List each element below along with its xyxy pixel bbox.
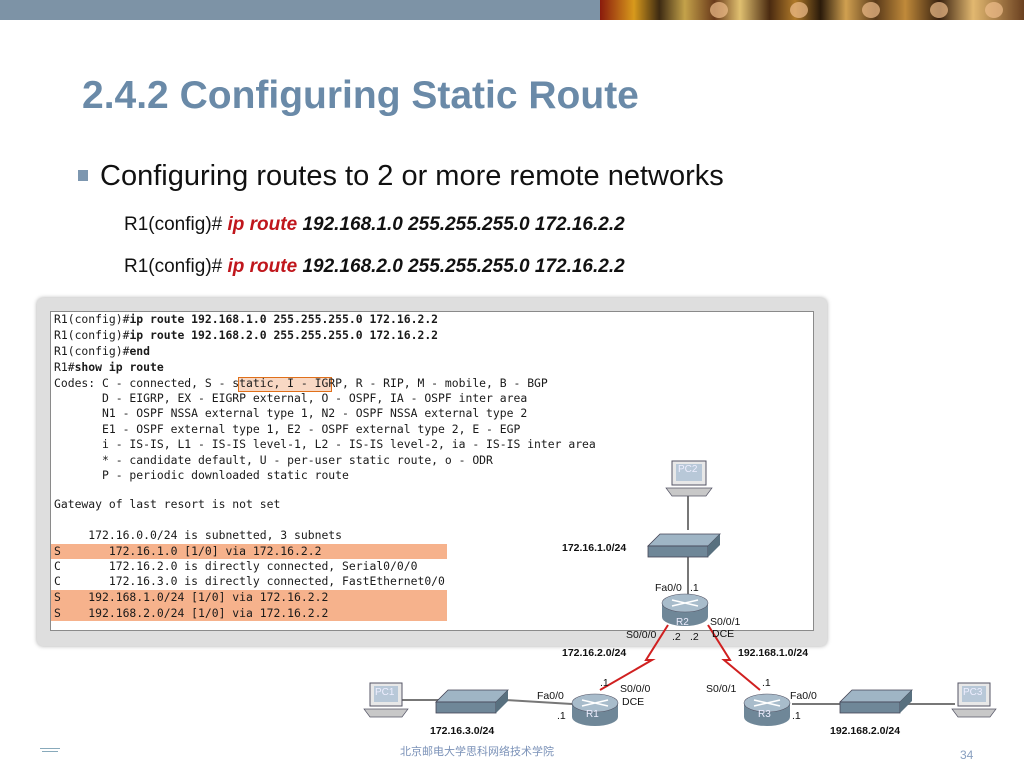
serial-link-r1-r2 — [599, 624, 669, 691]
interface-label: Fa0/0 — [537, 690, 564, 702]
interface-label: S0/0/0 — [626, 629, 657, 641]
ip-label: .2 — [690, 631, 699, 643]
footer-logo-icon — [40, 748, 60, 752]
ip-label: .1 — [690, 582, 699, 594]
interface-label: S0/0/1 — [710, 616, 741, 628]
terminal-line: * - candidate default, U - per-user stat… — [54, 453, 493, 467]
terminal-line: R1(config)#ip route 192.168.2.0 255.255.… — [54, 328, 439, 342]
command-prompt: R1(config)# — [124, 214, 228, 235]
slide-title: 2.4.2 Configuring Static Route — [82, 74, 639, 117]
page-number: 34 — [960, 748, 974, 762]
ip-label: .1 — [762, 677, 771, 689]
command-args: 192.168.2.0 255.255.255.0 172.16.2.2 — [297, 256, 625, 277]
terminal-codes-line: Codes: C - connected, S - static, I - IG… — [54, 376, 548, 390]
switch-icon — [435, 689, 509, 714]
terminal-line: i - IS-IS, L1 - IS-IS level-1, L2 - IS-I… — [54, 437, 596, 451]
router-r2-icon — [661, 593, 709, 626]
terminal-line: Gateway of last resort is not set — [54, 497, 281, 511]
route-highlight — [51, 590, 447, 621]
terminal-line: P - periodic downloaded static route — [54, 468, 349, 482]
network-label: 172.16.1.0/24 — [562, 542, 627, 554]
link-switch-r1 — [504, 699, 573, 705]
ip-label: .1 — [600, 677, 609, 689]
network-label: 192.168.2.0/24 — [830, 725, 901, 737]
pc3-label: PC3 — [963, 687, 983, 698]
terminal-line: R1#show ip route — [54, 360, 164, 374]
static-code-highlight — [238, 377, 332, 392]
pc1-icon — [363, 682, 409, 718]
footer-institution: 北京邮电大学思科网络技术学院 — [400, 746, 554, 758]
pc1-label: PC1 — [375, 687, 395, 698]
terminal-line: R1(config)#end — [54, 344, 151, 358]
r1-label: R1 — [586, 709, 599, 720]
interface-label: S0/0/0 — [620, 683, 651, 695]
command-keyword: ip route — [227, 256, 298, 277]
route-entry: S 172.16.1.0 [1/0] via 172.16.2.2 — [54, 544, 322, 558]
network-label: 172.16.2.0/24 — [562, 647, 627, 659]
pc2-label: PC2 — [678, 464, 698, 475]
command-line-2: R1(config)# ip route 192.168.2.0 255.255… — [124, 256, 625, 278]
route-highlight — [51, 544, 447, 559]
terminal-line: N1 - OSPF NSSA external type 1, N2 - OSP… — [54, 406, 528, 420]
terminal-line: D - EIGRP, EX - EIGRP external, O - OSPF… — [54, 391, 528, 405]
route-entry: S 192.168.1.0/24 [1/0] via 172.16.2.2 — [54, 590, 329, 604]
network-label: 172.16.3.0/24 — [430, 725, 495, 737]
switch-icon — [647, 533, 721, 558]
bullet-square-icon — [78, 170, 88, 181]
r2-label: R2 — [676, 617, 689, 628]
route-entry: C 172.16.2.0 is directly connected, Seri… — [54, 559, 418, 573]
route-entry: S 192.168.2.0/24 [1/0] via 172.16.2.2 — [54, 606, 329, 620]
command-line-1: R1(config)# ip route 192.168.1.0 255.255… — [124, 214, 625, 236]
command-args: 192.168.1.0 255.255.255.0 172.16.2.2 — [297, 214, 625, 235]
terminal-line: 172.16.0.0/24 is subnetted, 3 subnets — [54, 528, 343, 542]
pc3-icon — [951, 682, 997, 718]
router-r1-icon — [571, 693, 619, 726]
terminal-line: E1 - OSPF external type 1, E2 - OSPF ext… — [54, 422, 521, 436]
r3-label: R3 — [758, 709, 771, 720]
bullet-text: Configuring routes to 2 or more remote n… — [100, 160, 724, 192]
ip-label: .1 — [792, 710, 801, 722]
dce-label: DCE — [622, 696, 645, 708]
terminal-line: R1(config)#ip route 192.168.1.0 255.255.… — [54, 312, 439, 326]
interface-label: Fa0/0 — [655, 582, 682, 594]
serial-link-r2-r3 — [707, 624, 761, 691]
route-entry: C 172.16.3.0 is directly connected, Fast… — [54, 574, 445, 588]
ip-label: .1 — [557, 710, 566, 722]
pc2-icon — [665, 460, 713, 497]
ip-label: .2 — [672, 631, 681, 643]
router-r3-icon — [743, 693, 791, 726]
network-label: 192.168.1.0/24 — [738, 647, 809, 659]
header-photo-banner — [600, 0, 1024, 20]
static-code: S - static, — [204, 376, 281, 390]
interface-label: S0/0/1 — [706, 683, 737, 695]
switch-icon — [839, 689, 913, 714]
dce-label: DCE — [712, 628, 735, 640]
command-prompt: R1(config)# — [124, 256, 228, 277]
interface-label: Fa0/0 — [790, 690, 817, 702]
command-keyword: ip route — [227, 214, 298, 235]
